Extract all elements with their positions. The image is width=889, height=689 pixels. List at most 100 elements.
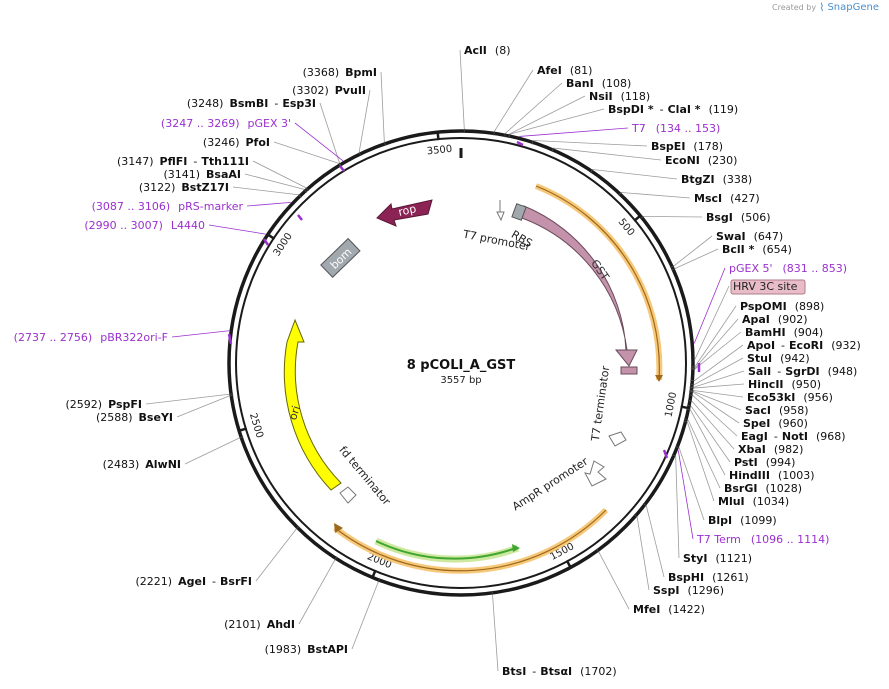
cut-site-tick [686,404,692,407]
site-ticks [229,129,695,595]
enzyme-name: PflFI [160,155,188,168]
tick-mark-500 [633,214,642,222]
bom-feature: bom [320,237,361,278]
leader-line [691,400,735,450]
leader-line [509,95,586,135]
enzyme-position: (647) [754,230,784,243]
site-label-stui: StuI(942) [747,352,810,365]
site-label-t7: T7(134 .. 153) [631,122,720,135]
site-label-bsphi: BspHI(1261) [668,571,749,584]
cut-site-tick [551,147,554,152]
site-label-apai: ApaI(902) [742,313,808,326]
enzyme-position: (119) [709,103,739,116]
enzyme-position: (2101) [224,618,261,631]
enzyme-position: (948) [828,365,858,378]
leader-line [252,160,307,189]
separator: - [777,365,781,378]
site-label-bani: BanI(108) [566,77,631,90]
site-label-mfei: MfeI(1422) [633,603,705,616]
gst-label: GST [588,257,612,283]
enzyme-name: BpmI [345,66,377,79]
plasmid-length: 3557 bp [440,375,481,386]
enzyme-name: ApoI [747,339,775,352]
enzyme-extra: BsrFI [220,575,252,588]
cut-site-tick [642,503,647,507]
gst-orf-line [535,185,660,381]
leader-line [692,395,738,437]
tick-label: 2500 [247,412,265,440]
cut-site-tick [633,514,638,518]
enzyme-name: BtgZI [681,173,715,186]
watermark-brand: SnapGene [827,2,879,13]
leader-line [694,331,742,370]
leader-line [494,69,534,132]
site-label-bsgi: BsgI(506) [706,211,771,224]
site-label-afei: AfeI(81) [537,64,592,77]
enzyme-name: BstAPI [307,643,348,656]
site-label-sspi: SspI(1296) [653,584,724,597]
cut-site-tick [295,525,300,530]
site-label-styi: StyI(1121) [683,552,752,565]
cut-site-tick [298,194,302,198]
leader-line [358,89,371,153]
primer-mark-prs [297,214,303,221]
leader-line [693,390,742,411]
enzyme-name: HincII [748,378,784,391]
leader-line [592,169,678,180]
enzyme-name: MscI [694,192,722,205]
enzyme-position: (2588) [96,411,133,424]
site-label-pvuii: (3302)PvuII [292,84,366,97]
enzyme-position: (178) [693,140,723,153]
site-leader-lines [145,49,745,672]
enzyme-position: (3141) [163,168,200,181]
separator: - [274,97,278,110]
ampr-promoter-arrow [584,460,607,487]
site-label-mlui: MluI(1034) [718,495,789,508]
site-name: HRV 3C site [733,280,798,293]
site-label-psti: PstI(994) [734,456,795,469]
enzyme-name: SwaI [716,230,746,243]
leader-line [208,224,266,235]
enzyme-position: (956) [803,391,833,404]
enzyme-name: PvuII [335,84,366,97]
enzyme-position: (81) [570,64,593,77]
enzyme-name: ApaI [742,313,770,326]
site-label-pflfi: (3147)PflFI-Tth111I [117,155,249,168]
cut-site-tick [508,134,511,139]
primer-name: T7 [631,122,646,135]
snapgene-watermark: Created by ⌇ SnapGene [772,1,879,14]
enzyme-position: (1422) [668,603,705,616]
site-label-btgzi: BtgZI(338) [681,173,752,186]
primer-mark-t7term [662,449,669,459]
enzyme-position: (427) [730,192,760,205]
leader-line [673,235,713,267]
leader-line [255,528,297,582]
separator: - [660,103,664,116]
primer-range: (1096 .. 1114) [751,533,830,546]
tick-mark-1500 [565,559,573,569]
primer-mark-pbr322 [227,333,233,345]
site-label-swai: SwaI (647) [716,230,783,243]
enzyme-name: XbaI [738,443,766,456]
site-label-agei: (2221)AgeI-BsrFI [136,575,252,588]
leader-line [693,267,726,344]
site-label-pgex-3: (3247 .. 3269)pGEX 3' [161,117,291,130]
enzyme-extra: BtsαI [540,665,572,678]
leader-line [675,456,680,559]
cut-site-tick [531,140,534,145]
leader-line [693,390,744,398]
enzyme-position: (3248) [187,97,224,110]
leader-line [645,505,665,578]
site-label-blpi: BlpI(1099) [708,514,777,527]
enzyme-position: (958) [779,404,809,417]
cut-site-tick [383,141,387,146]
leader-line [244,173,305,190]
enzyme-extra: ClaI * [668,103,701,116]
fd-terminator-icon [339,486,357,504]
ori-label: ori [286,404,303,422]
cut-site-tick [491,590,494,595]
leader-line [298,559,336,625]
leader-line [505,82,563,134]
t7-promoter-arrow [496,200,505,222]
primer-range: (3087 .. 3106) [92,200,171,213]
